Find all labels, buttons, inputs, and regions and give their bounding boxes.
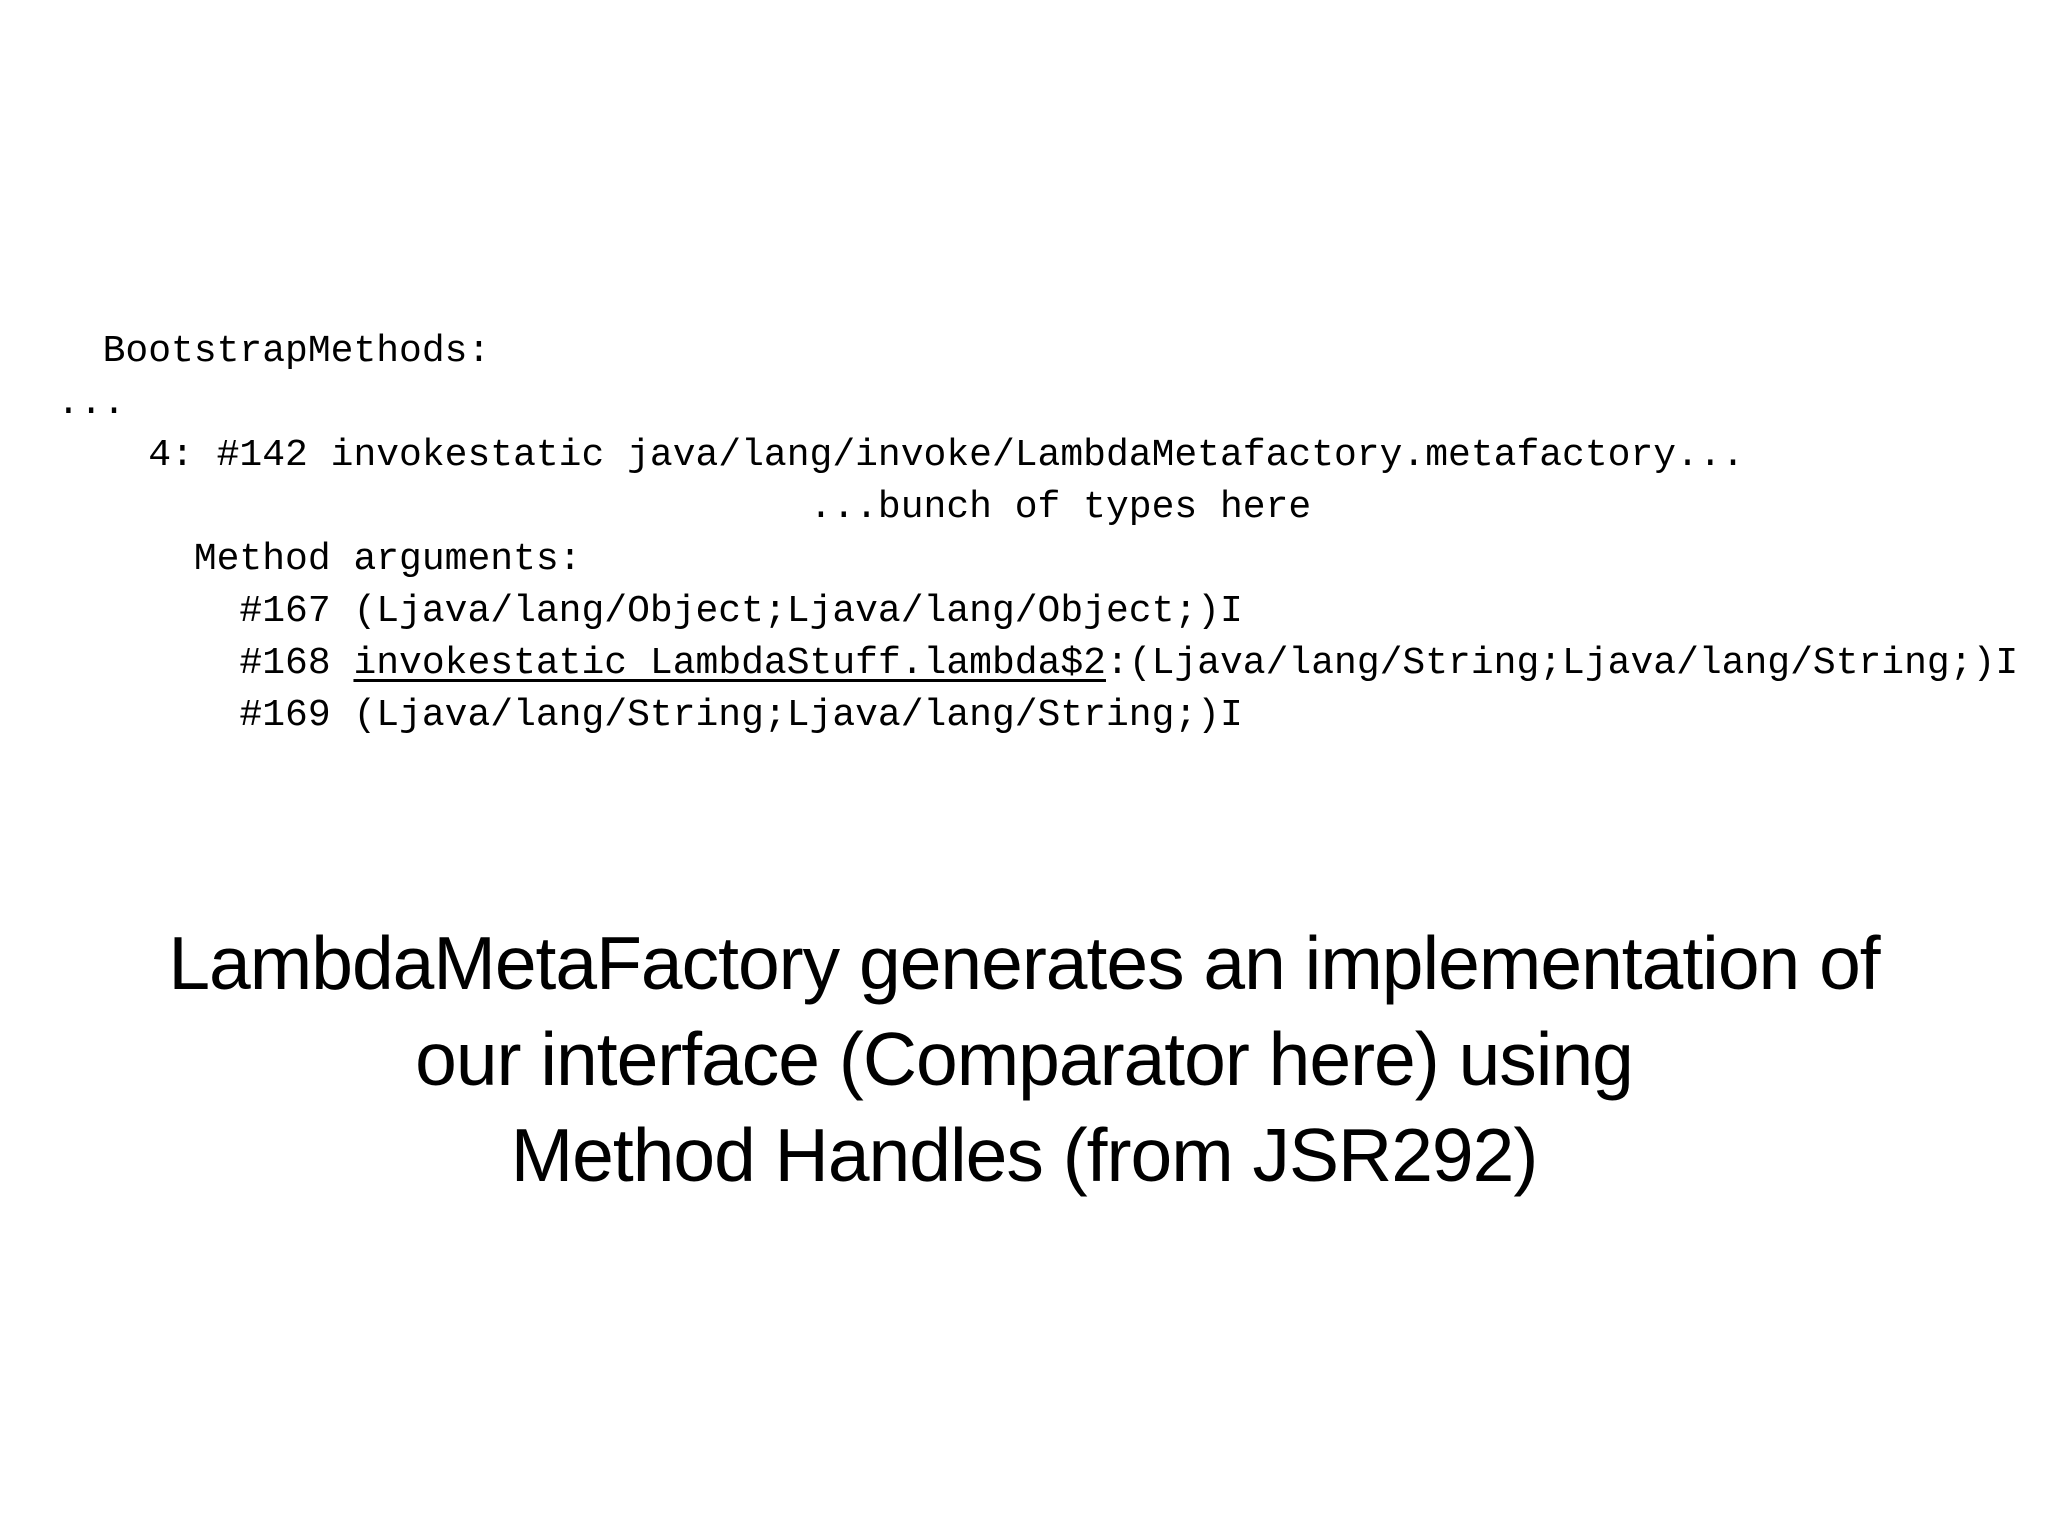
code-line-arg-168: #168 invokestatic LambdaStuff.lambda$2:(… — [57, 638, 2018, 690]
caption-line-3: Method Handles (from JSR292) — [510, 1113, 1539, 1197]
code-line-invokestatic-metafactory: 4: #142 invokestatic java/lang/invoke/La… — [57, 434, 1745, 477]
bytecode-listing: BootstrapMethods: ... 4: #142 invokestat… — [57, 326, 2018, 742]
code-line-method-arguments: Method arguments: — [57, 538, 582, 581]
arg-168-suffix: :(Ljava/lang/String;Ljava/lang/String;)I — [1105, 642, 2019, 685]
arg-168-prefix: #168 — [57, 642, 354, 685]
code-line-bunch-of-types: ...bunch of types here — [57, 486, 1312, 529]
code-line-bootstrap-methods: BootstrapMethods: — [57, 330, 491, 373]
code-line-ellipsis: ... — [57, 382, 126, 425]
arg-168-underlined-method-ref: invokestatic LambdaStuff.lambda$2 — [353, 642, 1106, 685]
caption-line-1: LambdaMetaFactory generates an implement… — [168, 921, 1880, 1005]
code-line-arg-167: #167 (Ljava/lang/Object;Ljava/lang/Objec… — [57, 590, 1243, 633]
code-line-arg-169: #169 (Ljava/lang/String;Ljava/lang/Strin… — [57, 694, 1243, 737]
caption-line-2: our interface (Comparator here) using — [415, 1017, 1634, 1101]
caption-text: LambdaMetaFactory generates an implement… — [0, 915, 2048, 1203]
